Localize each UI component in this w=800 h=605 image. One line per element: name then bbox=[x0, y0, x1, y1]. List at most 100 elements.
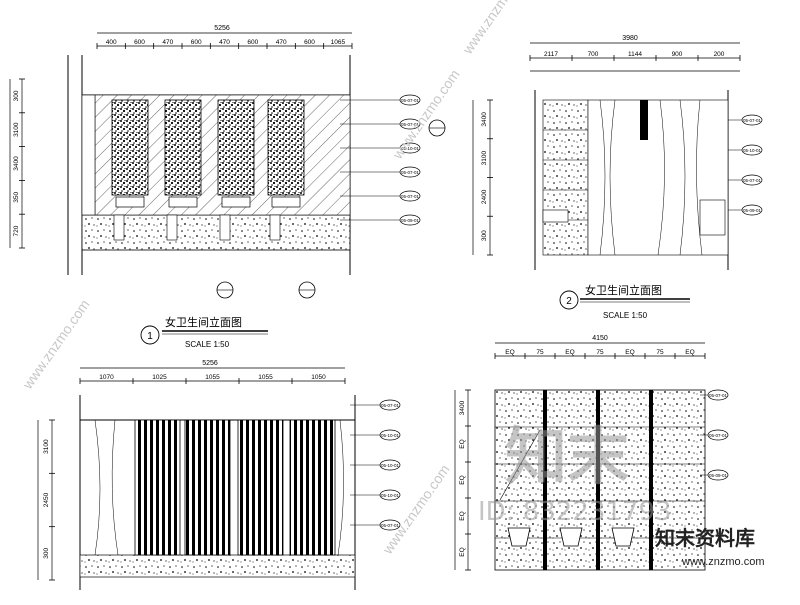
material-tag: 05-10-01 bbox=[743, 148, 762, 153]
dim-top-value: 1050 bbox=[311, 374, 326, 381]
material-tag: 05-09-01 bbox=[709, 473, 728, 478]
p1-title: 女卫生间立面图 bbox=[165, 315, 242, 329]
dim-top-value: 600 bbox=[191, 39, 202, 46]
dim-top-value: EQ bbox=[505, 349, 514, 356]
material-tag: 05-07-01 bbox=[401, 122, 420, 127]
material-tag: 05-10-01 bbox=[401, 146, 420, 151]
dim-top-value: 600 bbox=[304, 39, 315, 46]
stall-door bbox=[289, 419, 336, 556]
material-tag: 05-07-01 bbox=[381, 403, 400, 408]
dim-left-value: 2400 bbox=[481, 189, 488, 204]
dim-left-value: EQ bbox=[459, 475, 466, 484]
dim-left-value: 3100 bbox=[13, 122, 20, 137]
watermark-diagonal-3: www.znzmo.com bbox=[459, 0, 533, 58]
dim-top-value: 600 bbox=[134, 39, 145, 46]
material-tag: 05-07-01 bbox=[381, 523, 400, 528]
urinal-fixture bbox=[559, 527, 583, 547]
dim-left-value: 350 bbox=[13, 191, 20, 202]
watermark-brand: 知末资料库 bbox=[655, 526, 755, 550]
basin bbox=[168, 196, 198, 208]
elevation-panel-2: 3980 2117 700 1144 900 200 3400 3100 2400 300 0… bbox=[472, 35, 763, 320]
dim-top-value: 600 bbox=[247, 39, 258, 46]
watermark-diagonal-2: www.znzmo.com bbox=[389, 67, 463, 163]
dim-left-value: 3100 bbox=[43, 439, 50, 454]
dim-top-value: 1144 bbox=[628, 51, 642, 58]
dim-top-value: 200 bbox=[714, 51, 725, 58]
material-tag: 05-09-01 bbox=[743, 208, 762, 213]
material-tag: 05-10-01 bbox=[381, 493, 400, 498]
p2-title-number: 2 bbox=[566, 296, 572, 307]
dim-top-value: EQ bbox=[625, 349, 634, 356]
dim-left-value: 300 bbox=[13, 90, 20, 101]
p2-title: 女卫生间立面图 bbox=[585, 283, 662, 297]
mirror-panel bbox=[217, 99, 255, 196]
stall-door bbox=[237, 419, 284, 556]
basin bbox=[271, 196, 301, 208]
material-tag: 05-07-01 bbox=[743, 178, 762, 183]
dim-top-value: 1065 bbox=[331, 39, 346, 46]
dim-top-value: 470 bbox=[162, 39, 173, 46]
cabinet-door bbox=[113, 214, 125, 241]
dim-left-value: EQ bbox=[459, 511, 466, 520]
material-tag: 05-07-01 bbox=[709, 393, 728, 398]
p2-dim-total: 3980 bbox=[622, 35, 638, 42]
dim-top-value: EQ bbox=[565, 349, 574, 356]
basin bbox=[115, 196, 145, 208]
dim-left-value: EQ bbox=[459, 439, 466, 448]
stall-door bbox=[184, 419, 231, 556]
dim-left-value: EQ bbox=[459, 547, 466, 556]
watermark-id: ID: 832231793 bbox=[478, 497, 672, 527]
cabinet-door bbox=[219, 214, 231, 241]
p4-dim-total: 4150 bbox=[592, 335, 608, 342]
cabinet-door bbox=[166, 214, 178, 241]
p1-title-number: 1 bbox=[147, 331, 153, 342]
dim-left-value: 2450 bbox=[43, 492, 50, 507]
dim-left-value: 3400 bbox=[481, 112, 488, 127]
dim-top-value: 700 bbox=[588, 51, 599, 58]
stall-door bbox=[134, 419, 181, 556]
p3-dim-total: 5256 bbox=[202, 360, 218, 367]
dim-left-value: 3400 bbox=[459, 400, 466, 415]
dim-left-value: 3400 bbox=[13, 156, 20, 171]
material-tag: 05-07-01 bbox=[401, 194, 420, 199]
dim-top-value: 1055 bbox=[205, 374, 220, 381]
material-tag: 05-07-01 bbox=[709, 433, 728, 438]
basin bbox=[221, 196, 251, 208]
dim-top-value: EQ bbox=[685, 349, 694, 356]
watermark-diagonal-4: www.znzmo.com bbox=[379, 462, 453, 558]
dim-top-value: 470 bbox=[276, 39, 287, 46]
dim-left-value: 300 bbox=[481, 230, 488, 241]
dim-left-value: 3100 bbox=[481, 151, 488, 166]
watermark-diagonal-1: www.znzmo.com bbox=[19, 297, 93, 393]
dim-top-value: 75 bbox=[656, 349, 664, 356]
material-tag: 05-10-01 bbox=[381, 463, 400, 468]
dim-top-value: 900 bbox=[672, 51, 683, 58]
material-tag: 05-07-01 bbox=[401, 98, 420, 103]
material-tag: 05-09-01 bbox=[401, 218, 420, 223]
dim-top-value: 75 bbox=[536, 349, 544, 356]
watermark-big-logo: 知末 bbox=[505, 420, 629, 493]
mirror-panel bbox=[111, 99, 149, 196]
p1-dim-total: 5256 bbox=[214, 25, 230, 32]
material-tag: 05-07-01 bbox=[401, 170, 420, 175]
urinal-fixture bbox=[507, 527, 531, 547]
material-tag: 05-07-01 bbox=[743, 118, 762, 123]
dim-left-value: 720 bbox=[13, 225, 20, 236]
dim-top-value: 470 bbox=[219, 39, 230, 46]
cabinet-door bbox=[269, 214, 281, 241]
urinal-fixture bbox=[611, 527, 635, 547]
material-tag: 05-10-01 bbox=[381, 433, 400, 438]
dim-top-value: 2117 bbox=[544, 51, 558, 58]
mirror-panel bbox=[164, 99, 202, 196]
mirror-panel bbox=[267, 99, 305, 196]
p2-scale: SCALE 1:50 bbox=[603, 311, 648, 320]
dim-top-value: 1055 bbox=[258, 374, 273, 381]
dim-top-value: 75 bbox=[596, 349, 604, 356]
watermark-brand-url: www.znzmo.com bbox=[681, 556, 765, 568]
p1-scale: SCALE 1:50 bbox=[185, 340, 230, 349]
dim-top-value: 1070 bbox=[99, 374, 114, 381]
